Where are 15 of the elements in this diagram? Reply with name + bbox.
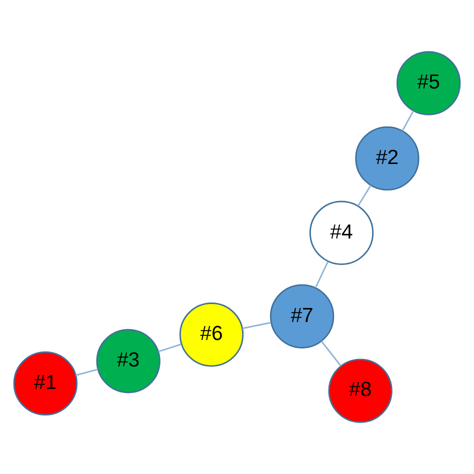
node-circle: #2 bbox=[355, 126, 420, 191]
connector bbox=[158, 344, 182, 352]
node-circle: #5 bbox=[396, 51, 461, 116]
node-circle: #6 bbox=[179, 302, 244, 367]
connector bbox=[402, 110, 414, 132]
connector bbox=[314, 261, 329, 288]
node-circle: #3 bbox=[96, 329, 160, 394]
connector bbox=[320, 340, 342, 366]
node-circle: #1 bbox=[13, 351, 78, 416]
connector bbox=[76, 368, 98, 376]
connector bbox=[358, 184, 372, 206]
node-circle: #7 bbox=[270, 284, 334, 348]
node-circle: #8 bbox=[328, 358, 392, 423]
node-circle: #4 bbox=[309, 200, 374, 265]
connector bbox=[242, 322, 272, 330]
